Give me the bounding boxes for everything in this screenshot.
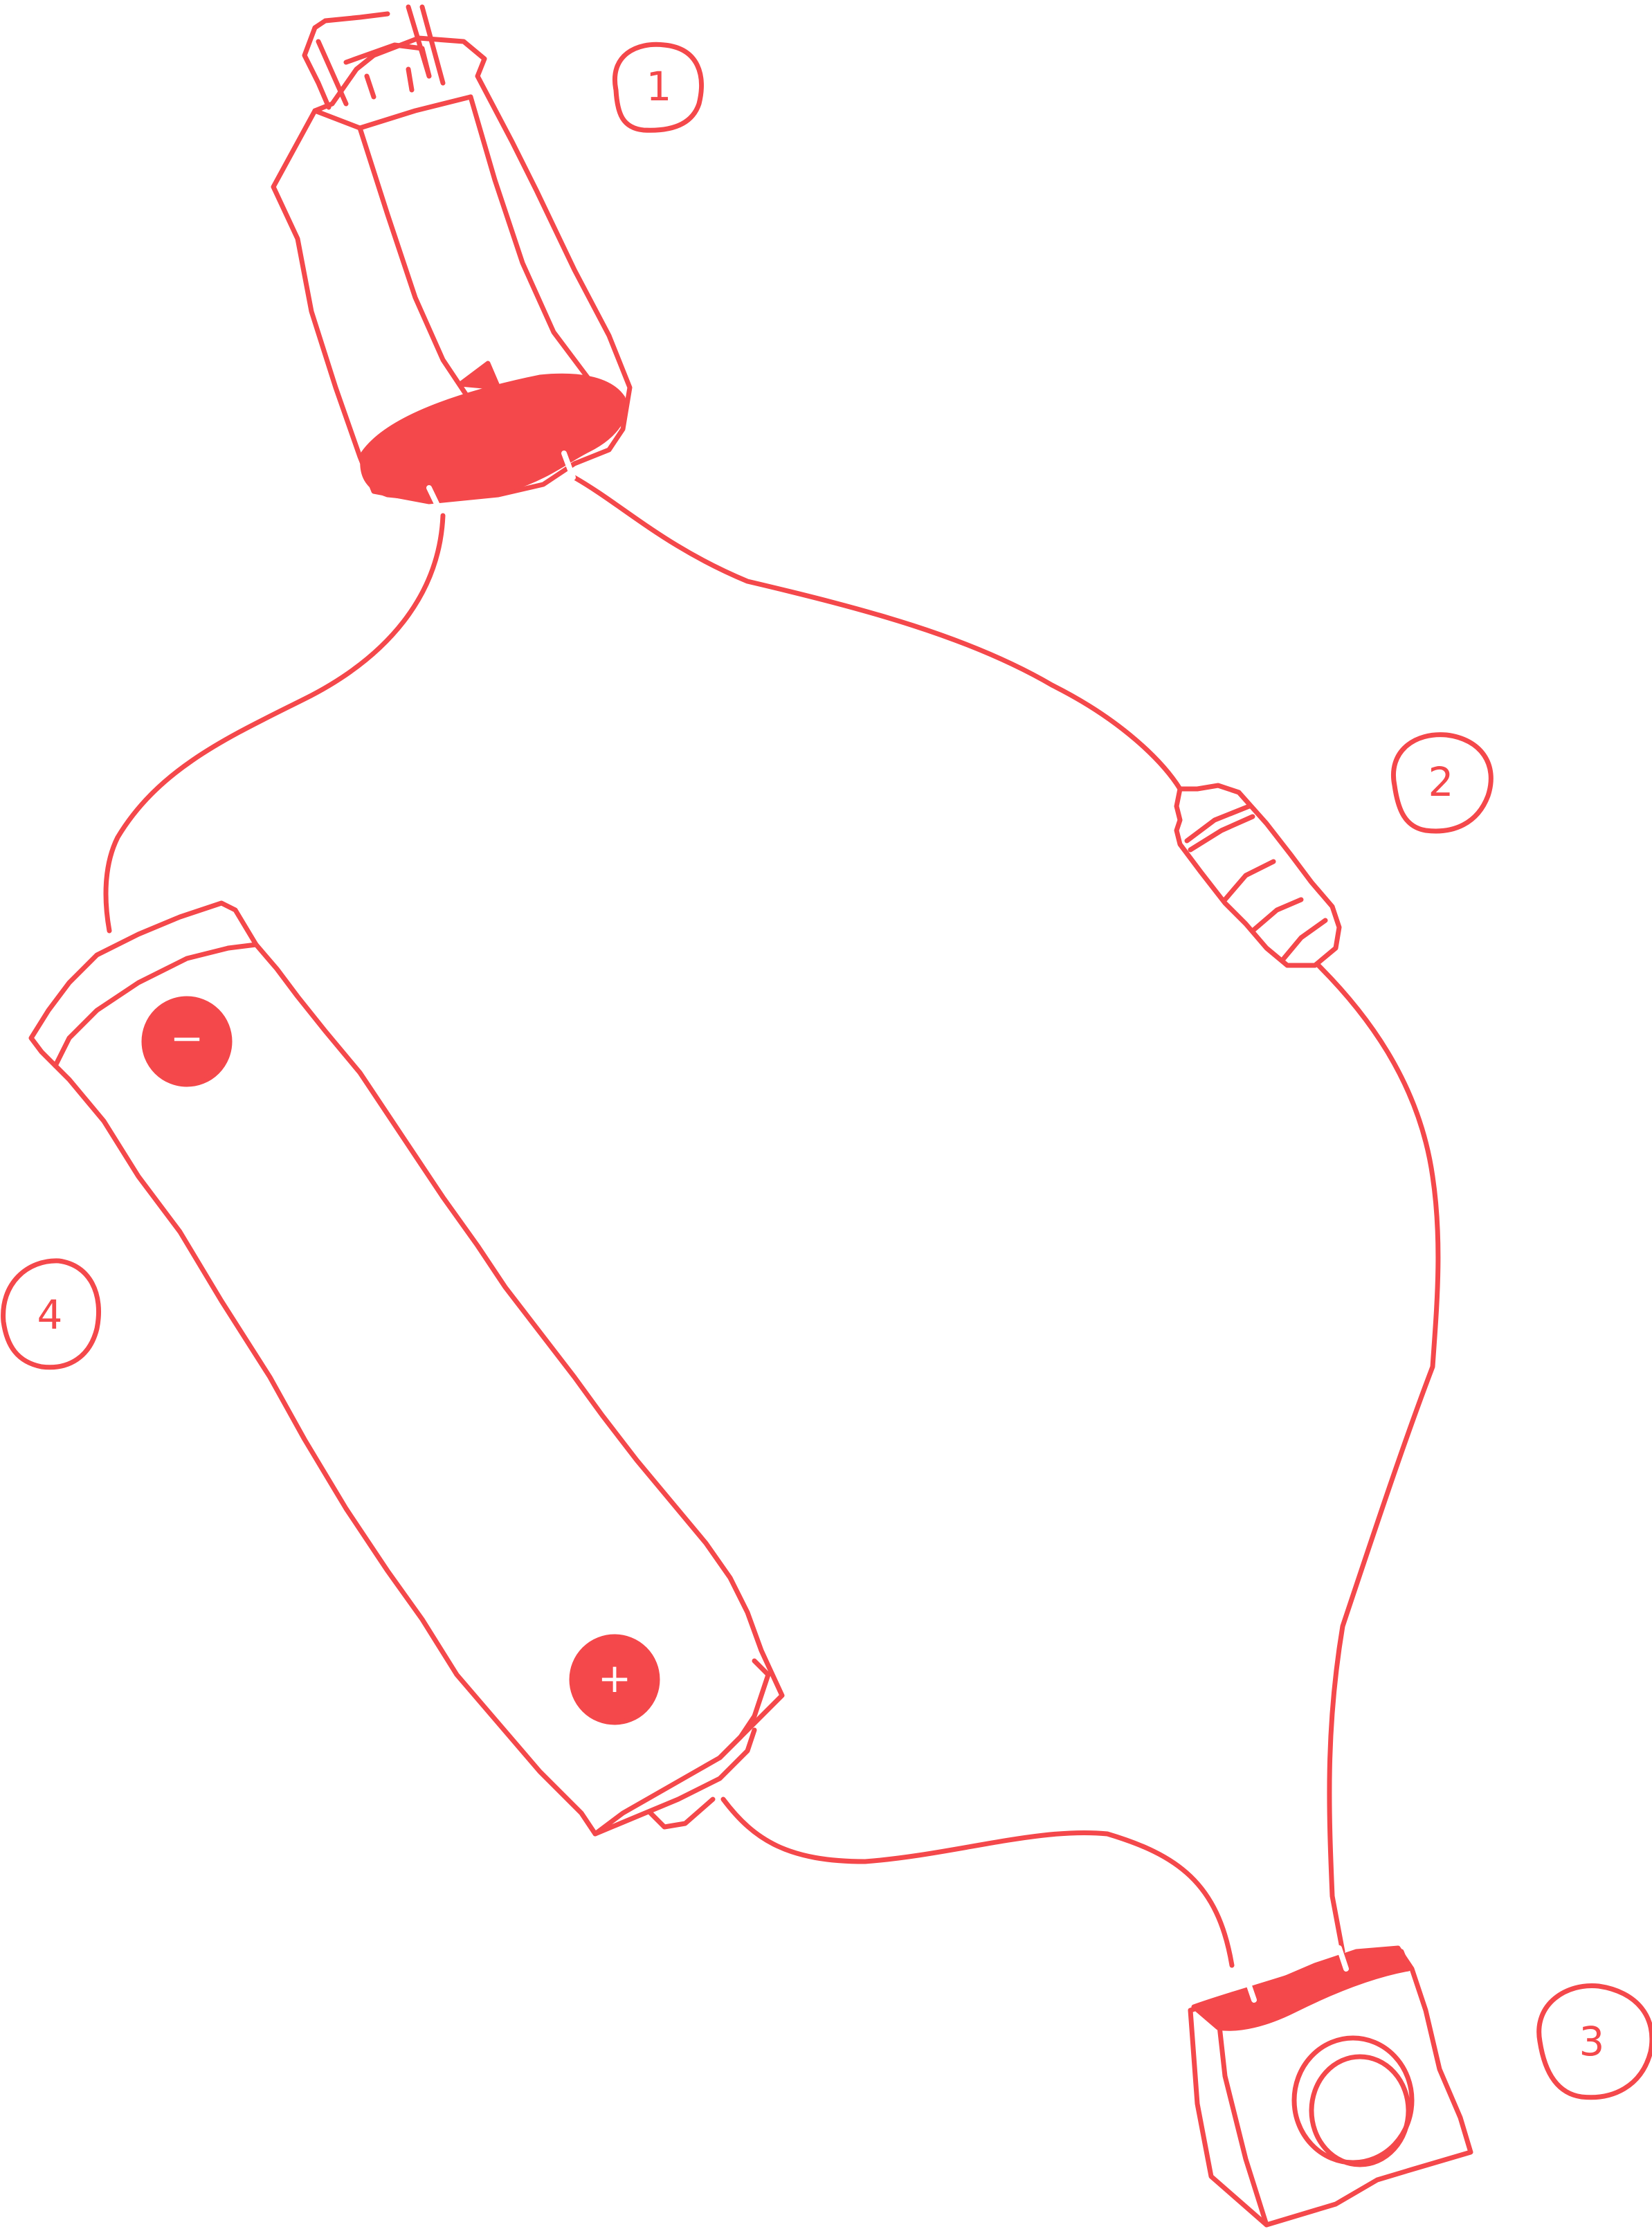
wire-battery-to-switch	[723, 1799, 1232, 1965]
battery-positive-symbol: +	[598, 1655, 632, 1702]
resistor-icon	[1177, 785, 1339, 965]
component-number: 2	[1428, 758, 1454, 806]
component-label-4: 4	[3, 1261, 99, 1367]
wire-motor-to-resistor	[574, 477, 1180, 789]
component-number: 3	[1579, 2018, 1605, 2065]
battery-holder-icon	[31, 903, 782, 1834]
wire-motor-to-battery	[106, 516, 443, 931]
component-label-3: 3	[1539, 1985, 1652, 2097]
battery-negative-symbol: −	[170, 1015, 204, 1062]
component-label-1: 1	[615, 44, 701, 130]
push-button-switch-icon	[1190, 1948, 1471, 2225]
component-label-2: 2	[1393, 735, 1491, 831]
component-number: 4	[37, 1291, 63, 1338]
component-number: 1	[646, 63, 672, 110]
wire-resistor-to-switch	[1318, 965, 1438, 1952]
dc-motor-icon	[273, 7, 630, 505]
wires	[106, 477, 1438, 1965]
